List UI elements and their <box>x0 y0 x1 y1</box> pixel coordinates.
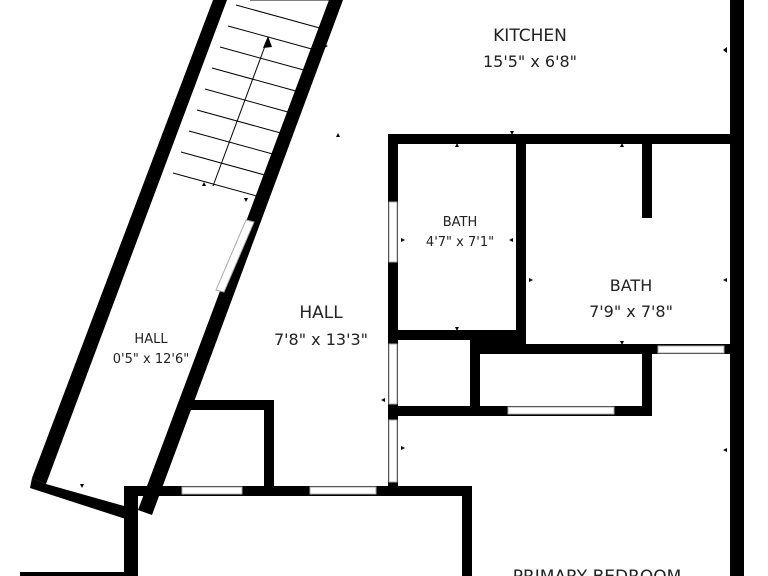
stair-treads <box>172 0 330 199</box>
bath-large-dims: 7'9" x 7'8" <box>589 302 673 321</box>
room-hall-main: HALL 7'8" x 13'3" <box>274 303 368 349</box>
hall-stair-dims: 0'5" x 12'6" <box>113 352 189 367</box>
room-bath-large: BATH 7'9" x 7'8" <box>589 276 673 321</box>
bedroom-entry-door <box>388 419 398 483</box>
measurement-markers <box>80 44 727 488</box>
hall-bottom-door-left <box>181 486 243 495</box>
hall-main-dims: 7'8" x 13'3" <box>274 330 368 349</box>
kitchen-name: KITCHEN <box>493 26 567 46</box>
room-primary-bedroom: PRIMARY BEDROOM <box>513 567 682 576</box>
closet-right-wall <box>642 354 652 416</box>
hall-closet-right-wall <box>264 400 274 494</box>
kitchen-bottom-wall <box>388 134 744 144</box>
hall-bottom-wall <box>138 486 472 496</box>
hall-stair-name: HALL <box>134 332 168 347</box>
closet-door <box>507 406 615 415</box>
closet-left-wall <box>470 344 480 416</box>
large-bath-bottom-wall <box>470 344 744 354</box>
east-wall <box>730 140 744 576</box>
small-bath-right-wall <box>516 144 526 340</box>
hall-bottom-door-right <box>309 486 377 495</box>
stair-outer-wall-left <box>32 0 227 484</box>
linen-door <box>388 343 398 405</box>
small-bath-bottom-wall <box>388 330 526 340</box>
staircase <box>30 0 343 522</box>
hall-main-name: HALL <box>299 303 343 323</box>
lower-left-wall <box>124 486 138 576</box>
bath-small-dims: 4'7" x 7'1" <box>426 235 494 250</box>
primary-bedroom-name: PRIMARY BEDROOM <box>513 567 682 576</box>
stair-opening <box>215 219 255 293</box>
hall-closet-top-wall <box>180 400 274 410</box>
kitchen-right-wall <box>730 0 744 140</box>
kitchen-dims: 15'5" x 6'8" <box>483 52 577 71</box>
room-kitchen: KITCHEN 15'5" x 6'8" <box>483 26 577 71</box>
lower-left-stub <box>20 572 130 576</box>
bath-large-name: BATH <box>610 276 652 295</box>
room-bath-small: BATH 4'7" x 7'1" <box>426 215 494 250</box>
stair-outer-wall-right <box>138 0 343 515</box>
stair-bottom-wall <box>30 478 138 522</box>
stair-direction-arrow-icon <box>212 36 272 187</box>
bath-small-name: BATH <box>443 215 478 230</box>
room-hall-stair: HALL 0'5" x 12'6" <box>113 332 189 367</box>
small-bath-door <box>388 201 398 263</box>
large-bath-door <box>657 345 725 354</box>
large-bath-divider <box>642 144 652 218</box>
bedroom-left-wall <box>462 486 472 576</box>
